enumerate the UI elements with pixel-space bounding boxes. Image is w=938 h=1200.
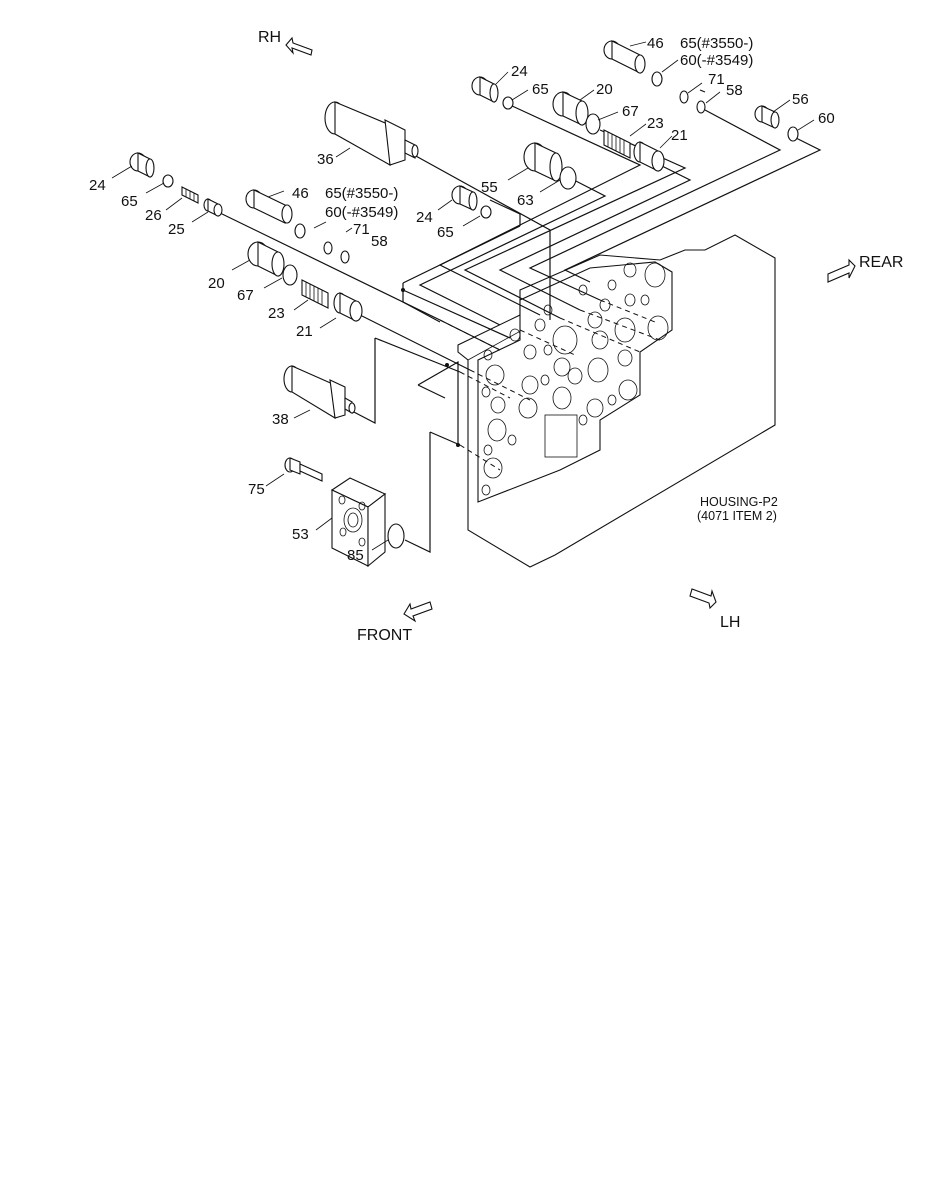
part-oring-58-right bbox=[696, 100, 706, 114]
arrow-front-icon bbox=[403, 601, 433, 623]
parts bbox=[129, 40, 799, 568]
label-25: 25 bbox=[168, 221, 185, 238]
direction-rh: RH bbox=[258, 29, 281, 46]
label-67-left: 67 bbox=[237, 287, 254, 304]
label-58-right: 58 bbox=[726, 82, 743, 99]
housing-note-line2: (4071 ITEM 2) bbox=[697, 509, 777, 523]
part-oring-65-top bbox=[502, 96, 514, 110]
part-oring-67-top bbox=[585, 113, 601, 135]
part-20-left bbox=[247, 241, 285, 277]
part-oring-85 bbox=[387, 523, 405, 549]
part-oring-67-left bbox=[282, 264, 298, 286]
part-20-top bbox=[552, 91, 589, 126]
part-53-flange bbox=[330, 477, 387, 568]
label-36: 36 bbox=[317, 151, 334, 168]
label-24-mid: 24 bbox=[416, 209, 433, 226]
label-65-mid: 65 bbox=[437, 224, 454, 241]
part-38-solenoid bbox=[283, 365, 356, 419]
part-oring-58-left bbox=[340, 250, 350, 264]
label-60-far: 60 bbox=[818, 110, 835, 127]
label-24-top: 24 bbox=[511, 63, 528, 80]
label-21-left: 21 bbox=[296, 323, 313, 340]
assembly-lines bbox=[217, 89, 822, 553]
label-26: 26 bbox=[145, 207, 162, 224]
part-21-left bbox=[333, 292, 363, 322]
housing-p2-block bbox=[457, 234, 776, 568]
part-oring-63 bbox=[559, 166, 577, 190]
part-oring-65-mid bbox=[480, 205, 492, 219]
label-46-left: 46 bbox=[292, 185, 309, 202]
label-24-left: 24 bbox=[89, 177, 106, 194]
label-67-top: 67 bbox=[622, 103, 639, 120]
part-23-top-spring bbox=[603, 129, 631, 159]
callout-labels: 46 65(#3550-) 60(-#3549) 24 65 20 71 58 … bbox=[89, 35, 835, 564]
part-46-left bbox=[245, 189, 293, 224]
arrow-rear-icon bbox=[827, 258, 856, 283]
part-oring-65-60-left bbox=[294, 223, 306, 239]
part-oring-71-left bbox=[323, 241, 333, 255]
label-65-right: 65(#3550-) bbox=[680, 35, 753, 52]
direction-markers: RH REAR FRONT LH bbox=[258, 29, 903, 644]
arrow-lh-icon bbox=[689, 588, 717, 610]
part-25 bbox=[203, 198, 223, 217]
label-63: 63 bbox=[517, 192, 534, 209]
label-75: 75 bbox=[248, 481, 265, 498]
part-26-spring bbox=[181, 186, 199, 204]
label-71-left: 71 bbox=[353, 221, 370, 238]
label-21-top: 21 bbox=[671, 127, 688, 144]
label-60-right: 60(-#3549) bbox=[680, 52, 753, 69]
housing-note-line1: HOUSING-P2 bbox=[700, 495, 778, 509]
part-oring-60-far bbox=[787, 126, 799, 142]
label-20-left: 20 bbox=[208, 275, 225, 292]
part-23-left-spring bbox=[301, 279, 329, 309]
label-55: 55 bbox=[481, 179, 498, 196]
label-71-right: 71 bbox=[708, 71, 725, 88]
label-65-left2: 65(#3550-) bbox=[325, 185, 398, 202]
label-85: 85 bbox=[347, 547, 364, 564]
label-23-left: 23 bbox=[268, 305, 285, 322]
part-24-top bbox=[471, 76, 499, 103]
direction-lh: LH bbox=[720, 614, 740, 631]
part-55 bbox=[523, 142, 563, 182]
label-38: 38 bbox=[272, 411, 289, 428]
label-53: 53 bbox=[292, 526, 309, 543]
part-21-top bbox=[633, 141, 665, 172]
part-56 bbox=[754, 105, 780, 129]
part-oring-65-60-right bbox=[651, 71, 663, 87]
part-75-bolt bbox=[284, 457, 323, 482]
direction-front: FRONT bbox=[357, 627, 412, 644]
label-56: 56 bbox=[792, 91, 809, 108]
label-65-left: 65 bbox=[121, 193, 138, 210]
part-24-mid bbox=[451, 185, 478, 211]
part-46-right bbox=[603, 40, 646, 74]
part-36-solenoid bbox=[324, 101, 419, 166]
label-58-left: 58 bbox=[371, 233, 388, 250]
part-24-left bbox=[129, 152, 155, 178]
label-23-top: 23 bbox=[647, 115, 664, 132]
callout-leaders bbox=[111, 41, 815, 551]
label-20-top: 20 bbox=[596, 81, 613, 98]
housing-note: HOUSING-P2 (4071 ITEM 2) bbox=[697, 495, 778, 523]
arrow-rh-icon bbox=[285, 36, 313, 56]
part-oring-71-right bbox=[679, 90, 689, 104]
direction-rear: REAR bbox=[859, 254, 903, 271]
label-65-top: 65 bbox=[532, 81, 549, 98]
label-46-right: 46 bbox=[647, 35, 664, 52]
part-oring-65-left bbox=[162, 174, 174, 188]
label-60-left2: 60(-#3549) bbox=[325, 204, 398, 221]
